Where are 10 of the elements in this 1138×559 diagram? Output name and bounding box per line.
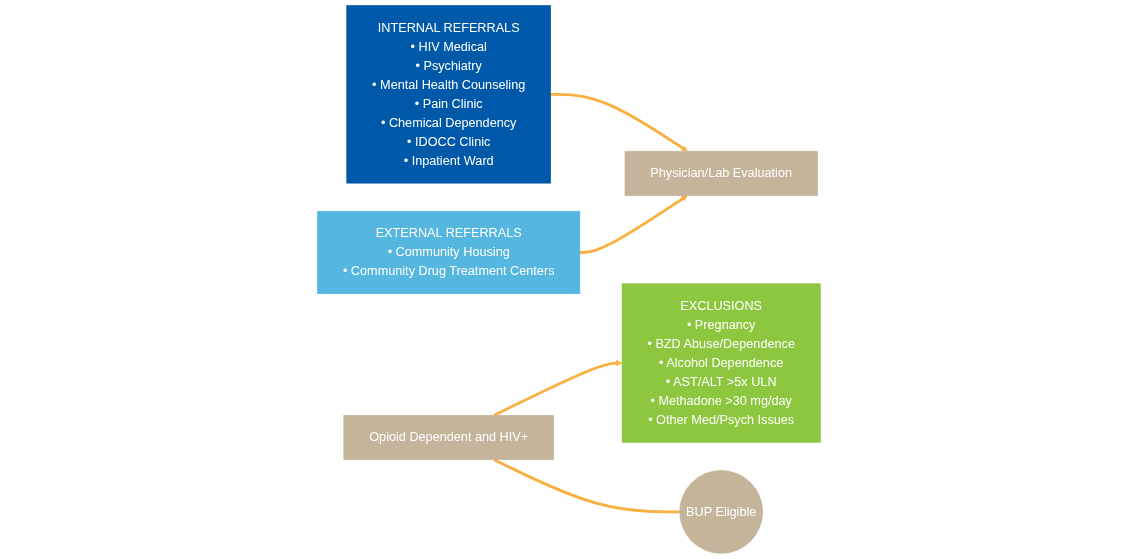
arrow	[579, 195, 688, 254]
node-box: Opioid Dependent and HIV+	[343, 414, 554, 460]
connector	[493, 458, 680, 514]
node-circle: BUP Eligible	[679, 470, 764, 554]
arrow	[550, 92, 688, 152]
arrow	[493, 359, 623, 417]
node-box: INTERNAL REFERRALS • HIV Medical • Psychiatry • Mental Health Counseling • Pain Clinic • Chemical Dependency • IDOCC Clinic • Inpatient Ward	[346, 5, 552, 184]
node-box: EXTERNAL REFERRALS • Community Housing • Community Drug Treatment Centers	[317, 210, 581, 295]
node-box: Physician/Lab Evaluation	[624, 150, 818, 196]
node-box: EXCLUSIONS • Pregnancy • BZD Abuse/Dependence • Alcohol Dependence • AST/ALT >5x ULN • Methadone >30 mg/day • Other Med/Psych Issues	[621, 283, 821, 443]
